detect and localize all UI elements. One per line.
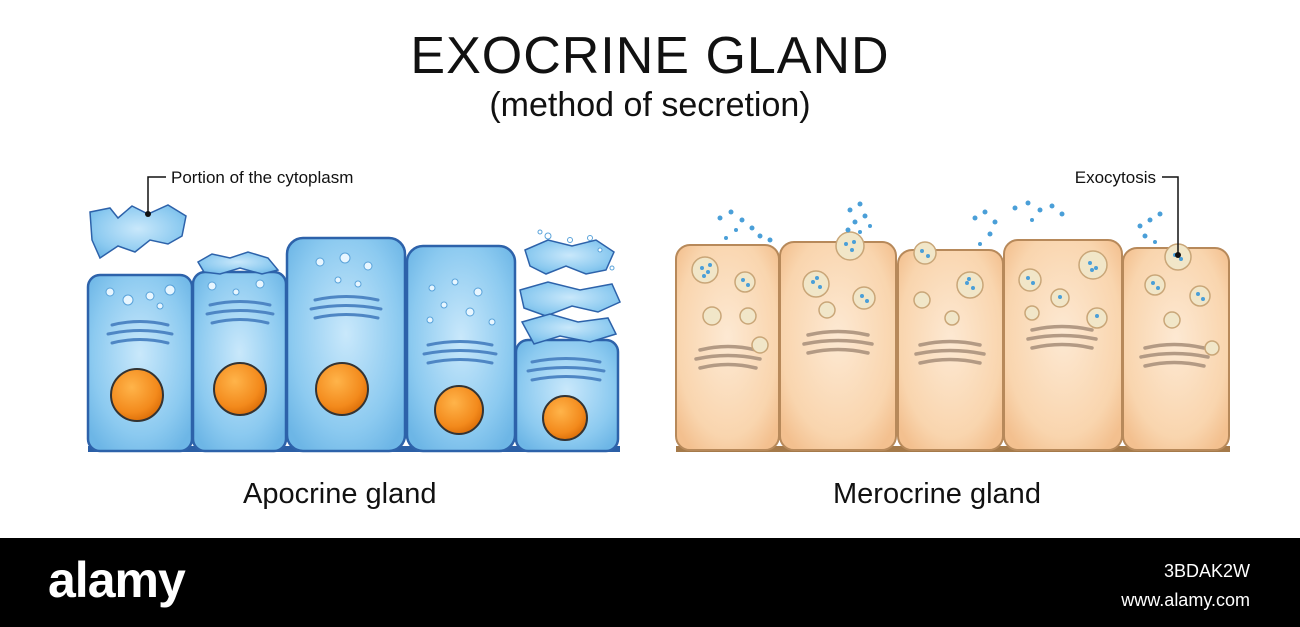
exocytosis-callout: Exocytosis [1075, 168, 1181, 258]
image-id: 3BDAK2W [1163, 561, 1250, 581]
apocrine-cell-4 [405, 244, 517, 453]
exocytosis-granules [717, 200, 1163, 246]
diagram-title: EXOCRINE GLAND [410, 27, 890, 85]
merocrine-caption: Merocrine gland [833, 478, 1041, 510]
apocrine-droplets [105, 252, 496, 326]
apocrine-gland-cells [86, 204, 621, 453]
watermark-bar: alamy 3BDAK2W www.alamy.com [0, 538, 1300, 627]
apocrine-cell-3 [285, 236, 407, 453]
gland-illustration: Portion of the cytoplasm [86, 168, 1230, 453]
apocrine-cell-1 [86, 273, 194, 453]
diagram-subtitle: (method of secretion) [489, 86, 811, 124]
secretory-vesicles [691, 231, 1220, 356]
merocrine-gland-cells [675, 200, 1230, 452]
golgi-apparatus [106, 295, 606, 382]
released-droplets [537, 229, 615, 271]
site-url: www.alamy.com [1121, 590, 1250, 610]
vesicle-granules [700, 240, 1205, 318]
apocrine-caption: Apocrine gland [243, 478, 437, 510]
released-cytoplasm [89, 204, 621, 345]
merocrine-cell-2 [779, 241, 897, 451]
cytoplasm-label: Portion of the cytoplasm [171, 168, 353, 187]
exocytosis-label: Exocytosis [1075, 168, 1156, 187]
apocrine-nuclei [110, 362, 588, 441]
apocrine-cell-2 [191, 270, 288, 453]
alamy-logo: alamy [48, 552, 186, 608]
cytoplasm-callout: Portion of the cytoplasm [145, 168, 353, 217]
merocrine-golgi [694, 324, 1210, 370]
